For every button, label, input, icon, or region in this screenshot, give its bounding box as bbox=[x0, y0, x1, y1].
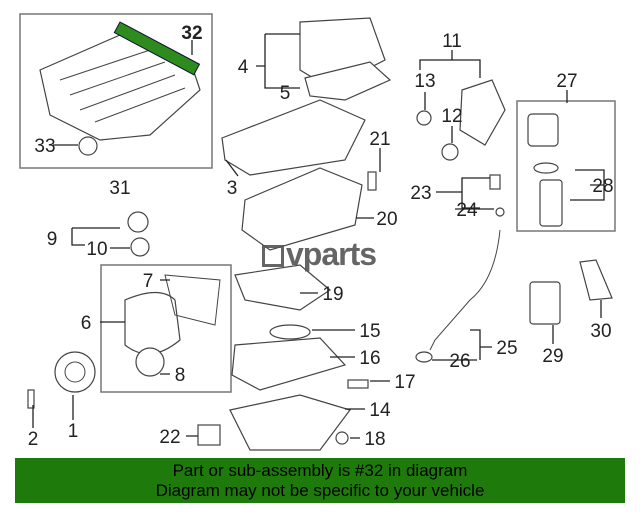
oil-pan-part-14[interactable] bbox=[229, 394, 351, 451]
sensor-part-22[interactable] bbox=[197, 424, 221, 446]
callout-12[interactable]: 12 bbox=[441, 106, 462, 127]
gasket-part-16[interactable] bbox=[231, 337, 347, 391]
callout-17[interactable]: 17 bbox=[394, 372, 415, 393]
sensor-part-17[interactable] bbox=[347, 379, 369, 389]
dipstick-tube-part-25[interactable] bbox=[429, 229, 501, 351]
manifold-runner-lines bbox=[59, 49, 186, 123]
timing-cover-group-box bbox=[100, 264, 232, 393]
leader-lines bbox=[32, 33, 605, 439]
watermark-logo: vparts bbox=[262, 236, 377, 272]
callout-20[interactable]: 20 bbox=[376, 209, 397, 230]
callout-9[interactable]: 9 bbox=[47, 229, 58, 250]
callout-7[interactable]: 7 bbox=[143, 271, 154, 292]
callout-13[interactable]: 13 bbox=[414, 71, 435, 92]
timing-cover-part-11[interactable] bbox=[459, 79, 506, 146]
callout-2[interactable]: 2 bbox=[28, 429, 39, 450]
seal-part-26[interactable] bbox=[415, 351, 433, 363]
gasket-part-5[interactable] bbox=[304, 61, 392, 101]
seal-part-24[interactable] bbox=[495, 207, 505, 217]
seal-part-13[interactable] bbox=[416, 110, 432, 126]
timing-cover-part[interactable] bbox=[124, 291, 181, 355]
callout-5[interactable]: 5 bbox=[280, 83, 291, 104]
callout-15[interactable]: 15 bbox=[359, 321, 380, 342]
callout-22[interactable]: 22 bbox=[159, 427, 180, 448]
seal-part-8[interactable] bbox=[135, 347, 165, 377]
callout-31[interactable]: 31 bbox=[109, 178, 130, 199]
info-banner: Part or sub-assembly is #32 in diagram D… bbox=[15, 458, 625, 503]
oil-filter-group-box bbox=[516, 100, 616, 232]
drain-plug-part-18[interactable] bbox=[335, 431, 349, 445]
o-ring-part-33[interactable] bbox=[78, 136, 98, 156]
oil-cooler-part-29[interactable] bbox=[529, 281, 561, 325]
intake-manifold-part[interactable] bbox=[39, 34, 201, 141]
callout-1[interactable]: 1 bbox=[68, 421, 79, 442]
pulley-part-1[interactable] bbox=[54, 351, 96, 393]
callout-25[interactable]: 25 bbox=[496, 338, 517, 359]
intake-gasket-part-32[interactable] bbox=[113, 21, 201, 76]
sensor-part-23[interactable] bbox=[489, 174, 501, 190]
intake-manifold-group-box bbox=[19, 13, 213, 169]
pulley-hub bbox=[64, 361, 86, 383]
seal-part-10[interactable] bbox=[130, 237, 150, 257]
callout-18[interactable]: 18 bbox=[364, 429, 385, 450]
callout-29[interactable]: 29 bbox=[542, 346, 563, 367]
oil-pump-part-19[interactable] bbox=[234, 264, 332, 311]
seal-part[interactable] bbox=[533, 162, 559, 174]
logo-mark-icon bbox=[262, 245, 284, 267]
callout-32[interactable]: 32 bbox=[181, 23, 202, 44]
callout-3[interactable]: 3 bbox=[227, 178, 238, 199]
callout-14[interactable]: 14 bbox=[369, 400, 391, 421]
gasket-part-7[interactable] bbox=[164, 274, 221, 326]
bolt-part-2[interactable] bbox=[27, 389, 35, 409]
part-21[interactable] bbox=[367, 171, 377, 191]
callout-8[interactable]: 8 bbox=[175, 365, 186, 386]
callout-4[interactable]: 4 bbox=[238, 57, 249, 78]
oil-filter-housing-part-27[interactable] bbox=[527, 113, 559, 147]
callout-19[interactable]: 19 bbox=[322, 284, 343, 305]
callout-28[interactable]: 28 bbox=[592, 176, 613, 197]
callout-21[interactable]: 21 bbox=[369, 129, 390, 150]
seal-part-12[interactable] bbox=[441, 143, 459, 161]
callout-27[interactable]: 27 bbox=[556, 71, 577, 92]
callout-6[interactable]: 6 bbox=[81, 313, 92, 334]
banner-line-2: Diagram may not be specific to your vehi… bbox=[155, 481, 485, 500]
cylinder-head-part-3[interactable] bbox=[221, 99, 366, 176]
callout-11[interactable]: 11 bbox=[442, 31, 462, 52]
cap-part-9[interactable] bbox=[127, 211, 149, 233]
callout-10[interactable]: 10 bbox=[86, 239, 107, 260]
seal-part-15[interactable] bbox=[269, 324, 311, 340]
callout-16[interactable]: 16 bbox=[359, 348, 380, 369]
watermark-text: vparts bbox=[286, 236, 377, 272]
callout-33[interactable]: 33 bbox=[34, 136, 55, 157]
gasket-part-30[interactable] bbox=[579, 259, 613, 301]
banner-line-1: Part or sub-assembly is #32 in diagram bbox=[172, 461, 468, 480]
oil-filter-part-28[interactable] bbox=[539, 179, 563, 227]
callout-30[interactable]: 30 bbox=[590, 321, 611, 342]
callout-23[interactable]: 23 bbox=[410, 183, 431, 204]
callout-26[interactable]: 26 bbox=[449, 351, 470, 372]
cylinder-block-part-20[interactable] bbox=[241, 167, 363, 251]
callout-24[interactable]: 24 bbox=[456, 200, 478, 221]
